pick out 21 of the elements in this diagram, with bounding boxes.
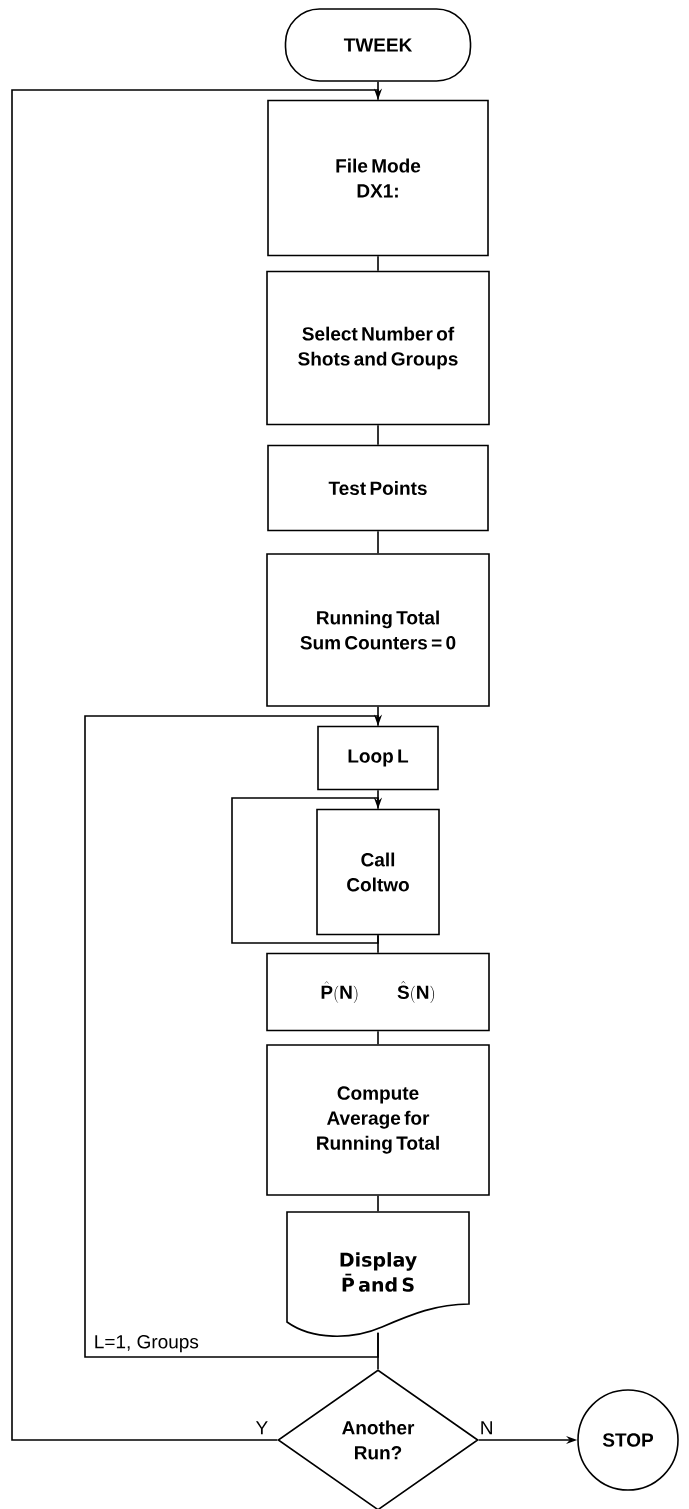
edge-label: Y [255, 1421, 268, 1435]
process-box: Test Points [267, 444, 489, 532]
process-box: Running Total Sum Counters = 0 [266, 553, 490, 707]
edge-label: N [481, 1421, 492, 1435]
process-box: Compute Average for Running Total [266, 1044, 490, 1196]
connector-line [377, 255, 379, 272]
process-box: Loop L [317, 725, 439, 791]
connector-line [377, 1030, 379, 1045]
process-box: File Mode DX1: [267, 99, 489, 257]
process-box: Call Coltwo [316, 808, 440, 936]
connector-line [377, 706, 379, 727]
process-box: $\hat{\mathbf{P}}(\mathbf{N})\qquad\hat{\mathbf{S}}(\mathbf{N})$ [266, 952, 490, 1032]
connector-line [377, 789, 379, 810]
connector-line [377, 1195, 379, 1212]
connector-line [377, 530, 379, 554]
arrow [84, 714, 383, 1358]
arrow [11, 88, 383, 1441]
process-box: Select Number of Shots and Groups [266, 270, 490, 426]
arrow [231, 797, 383, 944]
connector-line [377, 424, 379, 446]
edge-label: L=1, Groups [95, 1335, 199, 1353]
